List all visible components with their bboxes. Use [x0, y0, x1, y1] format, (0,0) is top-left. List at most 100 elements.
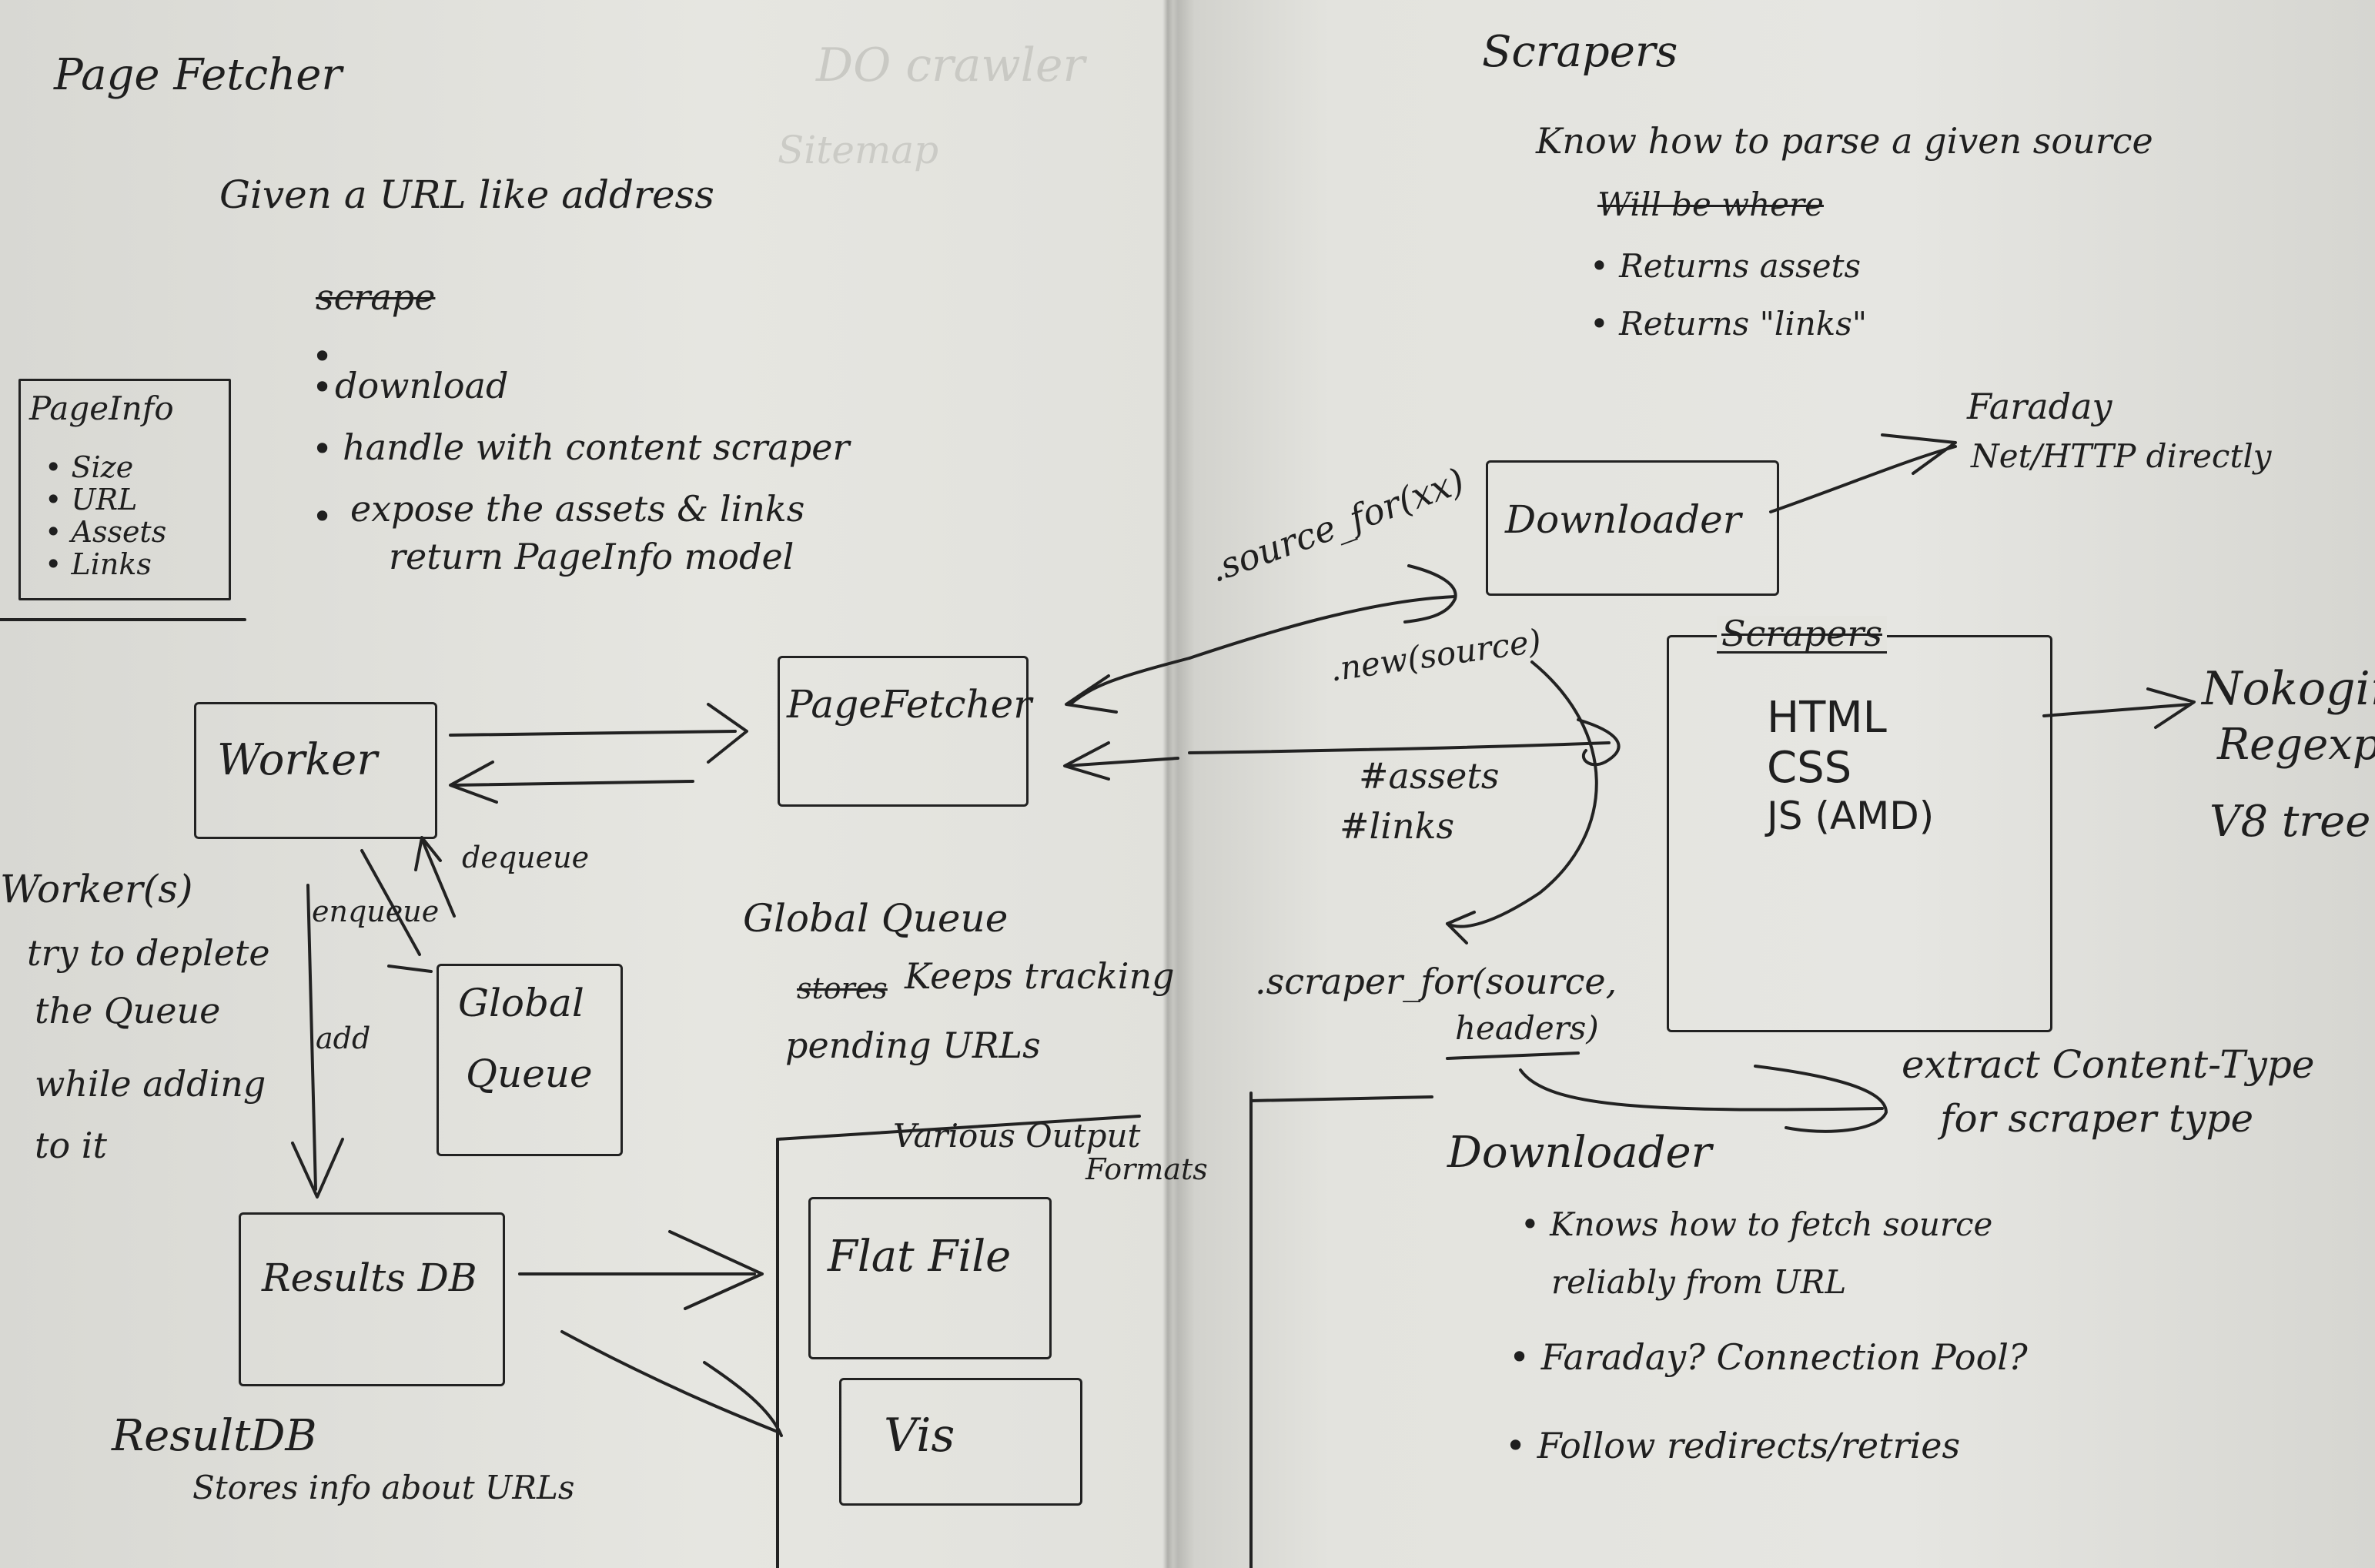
results-note-title: ResultDB: [112, 1411, 317, 1461]
notebook-spine: [1162, 0, 1173, 1568]
step-scrape: scrape: [316, 276, 436, 318]
worker-node: [194, 702, 437, 839]
step-bullet-empty: •: [312, 336, 333, 377]
results-note-line: Stores info about URLs: [192, 1469, 575, 1506]
output-bracket-top: [776, 1115, 1141, 1141]
dequeue-arrowhead: [414, 836, 442, 871]
scrapers-bullet-assets-label: Returns assets: [1619, 247, 1861, 285]
results-db-node: [239, 1212, 505, 1386]
vis-label: Vis: [884, 1409, 955, 1463]
worker-note-line-1: try to deplete: [27, 932, 270, 974]
pageinfo-field-assets-label: Assets: [71, 515, 167, 549]
global-queue-label-1: Global: [458, 981, 584, 1025]
enqueue-line: [360, 849, 421, 956]
worker-note-line-2: the Queue: [35, 990, 221, 1031]
parser-nokogiri: Nokogiri: [2202, 662, 2375, 716]
extract-note-line-1: extract Content-Type: [1902, 1042, 2315, 1087]
pageinfo-field-size: • Size: [45, 450, 134, 484]
scraper-type-js: JS (AMD): [1767, 794, 1935, 838]
dequeue-label: dequeue: [462, 841, 590, 874]
dequeue-line: [420, 837, 456, 918]
pageinfo-field-size-label: Size: [71, 450, 134, 484]
vis-node: [839, 1378, 1082, 1506]
page-fetcher-node: [778, 656, 1029, 807]
faraday-label: Faraday: [1967, 386, 2112, 427]
step-bullet-expose: •: [312, 496, 333, 537]
downloader-label: Downloader: [1505, 497, 1741, 542]
downloader-to-faraday-arrowhead: [1881, 433, 1957, 475]
pageinfo-field-links-label: Links: [71, 547, 152, 581]
worker-to-pagefetcher-line: [449, 730, 737, 737]
downloader-bullet-3: • Follow redirects/retries: [1505, 1425, 1961, 1466]
scraper-type-css: CSS: [1767, 743, 1852, 793]
scrapers-bullet-assets: • Returns assets: [1590, 247, 1861, 285]
various-output-formats: Formats: [1085, 1152, 1208, 1186]
global-queue-node: [437, 964, 623, 1156]
scrapers-bullet-links: • Returns "links": [1590, 305, 1868, 343]
net-http-label: Net/HTTP directly: [1971, 437, 2272, 475]
scrapers-to-parsers-arrowhead: [2146, 687, 2196, 729]
headers-to-extract-line: [1519, 1068, 1884, 1112]
add-line: [306, 884, 317, 1191]
source-for-arrowhead: [1403, 564, 1457, 624]
scrapers-to-pagefetcher-arrowhead: [1063, 741, 1110, 781]
worker-to-pagefetcher-arrowhead: [707, 703, 748, 764]
global-queue-note-stores: stores: [797, 971, 888, 1005]
scrapers-to-parsers-line: [2042, 703, 2192, 717]
page-fetcher-title: Page Fetcher: [54, 50, 343, 100]
downloader-bullet-2-label: Faraday? Connection Pool?: [1540, 1336, 2028, 1378]
page-fetcher-description: Given a URL like address: [219, 172, 714, 217]
step-bullet-download: •: [312, 366, 333, 408]
step-handle: handle with content scraper: [343, 426, 850, 468]
flat-file-node: [808, 1197, 1052, 1359]
downloader-section-bracket-top: [1249, 1095, 1433, 1102]
global-queue-note-line-2: pending URLs: [785, 1025, 1041, 1066]
pageinfo-title: PageInfo: [29, 389, 174, 427]
results-to-vis-line: [560, 1330, 779, 1433]
pagefetcher-to-worker-arrowhead: [449, 761, 498, 804]
downloader-node: [1486, 460, 1779, 596]
downloader-bullet-2: • Faraday? Connection Pool?: [1509, 1336, 2028, 1378]
step-expose: expose the assets & links: [350, 488, 805, 530]
call-scraper-for: .scraper_for(source,: [1255, 961, 1617, 1002]
pageinfo-field-url-label: URL: [71, 483, 138, 517]
scraper-for-arrowhead: [1446, 911, 1476, 944]
scraper-for-curve: [1446, 660, 1598, 928]
headers-to-extract-arrowhead: [1754, 1065, 1888, 1133]
step-bullet-handle: •: [312, 428, 333, 470]
source-for-return-line: [1069, 657, 1191, 706]
call-links: #links: [1340, 805, 1455, 847]
downloader-bullet-1-cont: reliably from URL: [1551, 1263, 1847, 1301]
parser-v8-tree: V8 tree: [2209, 797, 2371, 847]
downloader-bullet-1-label: Knows how to fetch source: [1550, 1205, 1993, 1243]
scrapers-title: Scrapers: [1482, 27, 1678, 77]
source-for-return-arrowhead: [1065, 674, 1118, 714]
scrapers-bullet-links-label: Returns "links": [1619, 305, 1868, 343]
pageinfo-field-url: • URL: [45, 483, 138, 517]
global-queue-label-2: Queue: [466, 1051, 593, 1096]
scrapers-description: Know how to parse a given source: [1536, 120, 2153, 162]
call-headers: headers): [1455, 1009, 1599, 1047]
results-to-vis-arrowhead: [703, 1361, 783, 1437]
enqueue-tick: [387, 965, 433, 973]
pagefetcher-to-worker-line: [453, 780, 694, 787]
page-fetcher-label: PageFetcher: [787, 682, 1032, 727]
scraper-type-html: HTML: [1767, 693, 1887, 743]
scrapers-node-label: Scrapers: [1717, 616, 1887, 654]
global-queue-note-line-1: Keeps tracking: [905, 955, 1175, 997]
step-return: return PageInfo model: [389, 536, 794, 577]
add-arrowhead: [291, 1138, 344, 1199]
parser-regexp: Regexp: [2217, 720, 2375, 770]
downloader-to-faraday-line: [1769, 445, 1957, 513]
call-assets: #assets: [1359, 755, 1500, 797]
downloader-bullet-3-label: Follow redirects/retries: [1537, 1425, 1961, 1466]
downloader-section-title: Downloader: [1447, 1128, 1712, 1178]
scrapers-struck-line: Will be where: [1597, 186, 1824, 223]
flat-file-label: Flat File: [828, 1232, 1012, 1282]
step-download: download: [335, 365, 509, 406]
extract-note-line-2: for scraper type: [1940, 1096, 2254, 1141]
bleed-text-sitemap: Sitemap: [778, 128, 939, 172]
pageinfo-box: [18, 379, 231, 600]
results-to-flatfile-arrowhead: [668, 1230, 764, 1310]
